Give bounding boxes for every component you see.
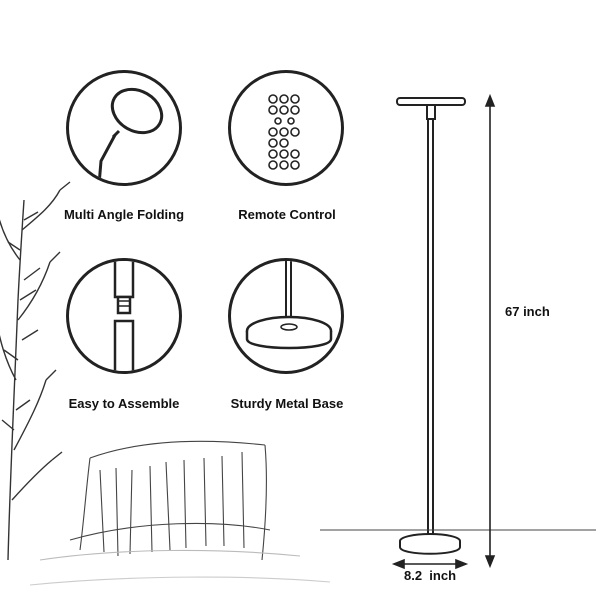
lamp-base [399, 533, 461, 555]
pole-joint-icon [113, 261, 135, 371]
base-width-dimension-label: 8.2 inch [404, 568, 457, 583]
metal-base-icon [245, 261, 333, 350]
feature-label-base: Sturdy Metal Base [230, 396, 344, 411]
blanket-illustration [29, 440, 331, 586]
width-dimension-line [391, 558, 469, 570]
feature-circle-folding [66, 70, 182, 186]
feature-circle-assemble [66, 258, 182, 374]
plant-illustration [0, 181, 71, 561]
feature-circle-remote [228, 70, 344, 186]
feature-label-remote: Remote Control [238, 207, 336, 222]
height-dimension-line [484, 93, 496, 569]
feature-label-folding: Multi Angle Folding [63, 207, 185, 222]
feature-label-assemble: Easy to Assemble [68, 396, 180, 411]
feature-circle-base [228, 258, 344, 374]
height-dimension-label: 67 inch [505, 304, 550, 319]
lamp-pole [427, 118, 434, 540]
remote-control-icon [268, 94, 300, 170]
folding-lamp-head-icon [97, 87, 164, 183]
lamp-head [396, 97, 466, 120]
